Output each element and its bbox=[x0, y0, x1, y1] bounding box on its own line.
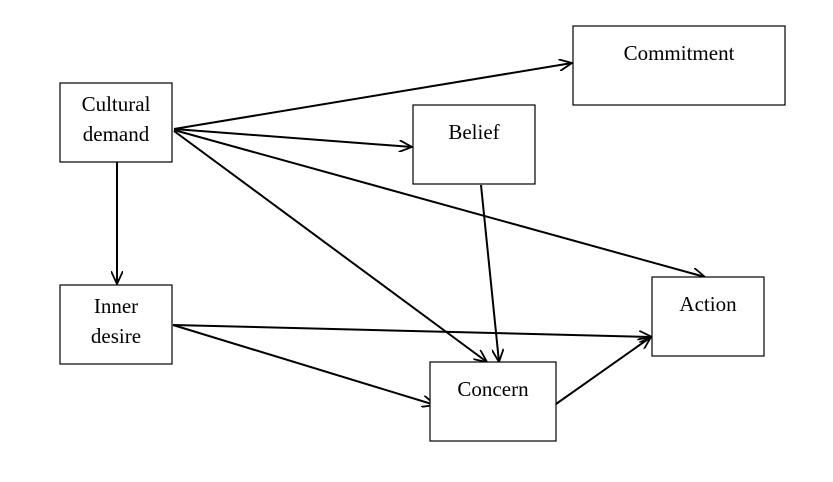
node-box bbox=[429, 361, 557, 442]
edge-cultural-demand-to-action bbox=[173, 129, 705, 277]
node-inner-desire: Inner desire bbox=[59, 284, 173, 365]
node-commitment: Commitment bbox=[572, 25, 786, 106]
node-box bbox=[651, 276, 765, 357]
edge-concern-to-action bbox=[555, 337, 651, 405]
edge-cultural-demand-to-belief bbox=[173, 128, 412, 147]
node-box bbox=[572, 25, 786, 106]
node-label-line1: Inner bbox=[94, 294, 138, 318]
edge-inner-desire-to-action bbox=[172, 324, 652, 337]
node-cultural-demand: Cultural demand bbox=[59, 82, 173, 163]
edge-cultural-demand-to-concern bbox=[173, 130, 487, 362]
node-concern: Concern bbox=[429, 361, 557, 442]
node-label: Belief bbox=[448, 120, 499, 144]
edge-inner-desire-to-concern bbox=[172, 324, 435, 405]
node-box bbox=[59, 284, 173, 365]
edge-belief-to-concern bbox=[480, 184, 499, 362]
node-belief: Belief bbox=[412, 104, 536, 185]
edges bbox=[117, 63, 705, 405]
node-label: Commitment bbox=[624, 41, 735, 65]
edge-cultural-demand-to-commitment bbox=[173, 63, 572, 130]
node-label: Action bbox=[679, 292, 737, 316]
node-box bbox=[59, 82, 173, 163]
node-label-line2: demand bbox=[83, 122, 150, 146]
node-label-line2: desire bbox=[91, 324, 141, 348]
node-box bbox=[412, 104, 536, 185]
node-action: Action bbox=[651, 276, 765, 357]
node-label-line1: Cultural bbox=[82, 92, 151, 116]
node-label: Concern bbox=[457, 377, 529, 401]
